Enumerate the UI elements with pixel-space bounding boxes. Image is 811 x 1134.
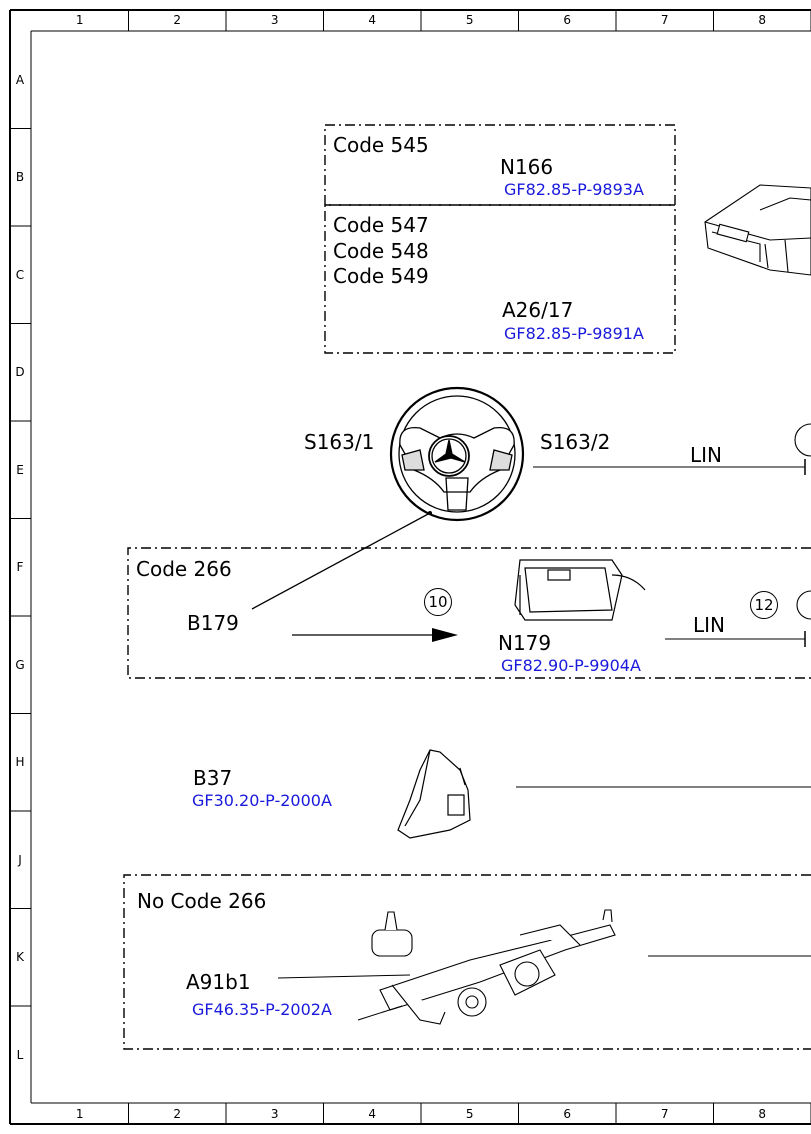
grid-column-label: 2 [173,1107,182,1121]
control-unit-drawing [704,184,811,276]
s163-1-label: S163/1 [304,430,375,454]
b179-label: B179 [187,611,239,635]
grid-column-label: 7 [660,1107,669,1121]
lin-label-lower: LIN [693,613,726,637]
b37-label: B37 [193,766,233,790]
grid-row-label: B [15,170,25,185]
code-549-label: Code 549 [333,264,429,288]
b37-pedal-drawing [397,749,471,839]
grid-column-label: 6 [563,1107,572,1121]
n166-ref-link[interactable]: GF82.85-P-9893A [504,180,644,199]
grid-column-label: 2 [173,13,182,27]
lin-label-upper: LIN [690,443,723,467]
steering-wheel-drawing [389,386,525,522]
grid-column-label: 5 [465,1107,474,1121]
grid-column-label: 1 [75,13,84,27]
grid-column-label: 8 [758,13,767,27]
n179-label: N179 [498,631,552,655]
a91b1-label: A91b1 [186,970,251,994]
grid-row-label: C [15,267,25,282]
grid-column-label: 3 [270,1107,279,1121]
n166-label: N166 [500,155,554,179]
grid-row-label: F [16,560,24,575]
a91b1-ref-link[interactable]: GF46.35-P-2002A [192,1000,332,1019]
grid-column-label: 1 [75,1107,84,1121]
grid-column-label: 3 [270,13,279,27]
a26-17-ref-link[interactable]: GF82.85-P-9891A [504,324,644,343]
a26-17-label: A26/17 [502,298,574,322]
code-266-label: Code 266 [136,557,232,581]
n179-module-drawing [514,559,646,621]
grid-row-label: L [16,1047,24,1062]
code-547-549-box [324,204,676,354]
b37-ref-link[interactable]: GF30.20-P-2000A [192,791,332,810]
grid-column-label: 7 [660,13,669,27]
grid-row-label: D [15,365,25,380]
no-code-266-label: No Code 266 [137,889,267,913]
code-545-label: Code 545 [333,133,429,157]
a91b1-steering-rack-drawing [371,909,616,1025]
code-266-box [127,547,811,679]
s163-2-label: S163/2 [540,430,611,454]
grid-row-label: A [15,72,25,87]
grid-row-label: G [15,657,25,672]
circle-12-marker: 12 [750,591,778,619]
grid-column-label: 5 [465,13,474,27]
grid-column-label: 6 [563,13,572,27]
grid-row-label: J [18,852,22,867]
grid-ticks [10,10,811,1124]
grid-row-label: E [16,462,24,477]
grid-row-label: H [15,755,25,770]
grid-row-label: K [16,950,24,965]
grid-column-label: 4 [368,13,377,27]
grid-column-label: 8 [758,1107,767,1121]
n179-ref-link[interactable]: GF82.90-P-9904A [501,656,641,675]
code-547-label: Code 547 [333,213,429,237]
circle-10-marker: 10 [424,588,452,616]
grid-column-label: 4 [368,1107,377,1121]
code-548-label: Code 548 [333,239,429,263]
no-code-266-box [123,874,811,1050]
